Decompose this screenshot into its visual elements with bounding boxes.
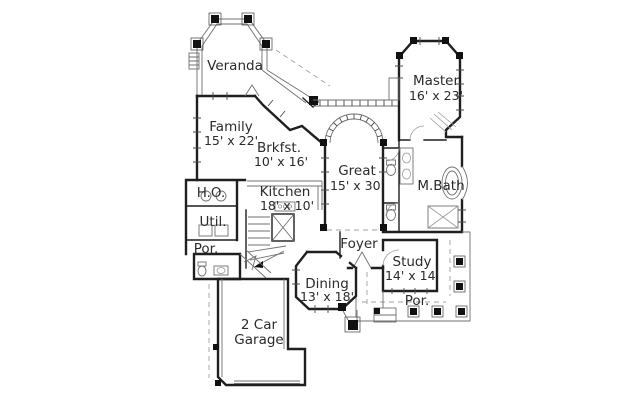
service-rooms [184, 178, 272, 281]
dumbwaiter-icon [271, 213, 295, 242]
arch-mullions [325, 114, 383, 138]
study-room [381, 238, 439, 294]
label-master-dims: 16' x 23' [409, 88, 463, 103]
label-por-left: Por. [194, 241, 219, 257]
label-ho: H.O. [197, 185, 226, 201]
washer-dryer-icon [198, 224, 229, 237]
label-study: Study [393, 254, 432, 270]
label-por-right: Por. [405, 293, 430, 309]
kitchen-area [245, 180, 323, 269]
label-family-dims: 15' x 22' [204, 133, 258, 148]
label-brkfst: Brkfst. [257, 140, 301, 156]
door-icon [244, 84, 260, 97]
room-labels: Veranda Family 15' x 22' Brkfst. 10' x 1… [194, 58, 465, 348]
label-garage-1: 2 Car [241, 317, 278, 333]
label-dining-dims: 13' x 18' [300, 289, 354, 304]
window-icon [193, 92, 228, 163]
label-master: Master [413, 73, 460, 89]
hatched-column [188, 52, 200, 70]
door-icon [243, 255, 257, 271]
bathtub-icon [441, 166, 463, 200]
dining-room [292, 250, 358, 313]
shower-icon [427, 205, 459, 229]
label-foyer: Foyer [340, 236, 378, 252]
label-study-dims: 14' x 14' [385, 268, 439, 283]
window-icon [321, 157, 387, 205]
label-kitchen-dims: 18' x 10' [260, 198, 314, 213]
label-util: Util. [200, 214, 227, 230]
label-mbath: M.Bath [417, 178, 464, 194]
label-family: Family [209, 119, 252, 135]
front-door-icon [352, 251, 372, 269]
veranda-porch [188, 12, 399, 108]
window-icon [458, 209, 466, 223]
master-suite [388, 37, 464, 142]
window-icon [395, 37, 464, 111]
window-icon [292, 269, 329, 313]
great-room [320, 113, 387, 231]
window-icon [391, 288, 428, 294]
water-heater-icon [200, 190, 227, 202]
breakfast-bay [253, 94, 324, 145]
label-dining: Dining [305, 276, 349, 292]
label-brkfst-dims: 10' x 16' [254, 154, 308, 169]
master-bath [381, 135, 468, 234]
fireplace-icon [388, 77, 400, 101]
sink-icon [213, 265, 229, 276]
label-great-dims: 15' x 30' [330, 178, 384, 193]
label-garage-2: Garage [234, 332, 283, 348]
toilet-icon [386, 159, 396, 221]
staircase-icon [245, 209, 287, 269]
entry-steps [373, 307, 397, 323]
cooktop-icon [274, 201, 296, 212]
label-kitchen: Kitchen [260, 184, 311, 200]
front-porch [341, 231, 471, 333]
vanity-icon [399, 147, 414, 185]
family-room [193, 84, 260, 182]
label-veranda: Veranda [207, 58, 263, 74]
garage [208, 277, 307, 387]
window-icon [267, 99, 286, 118]
label-great: Great [338, 163, 376, 179]
toilet-icon [197, 261, 207, 277]
